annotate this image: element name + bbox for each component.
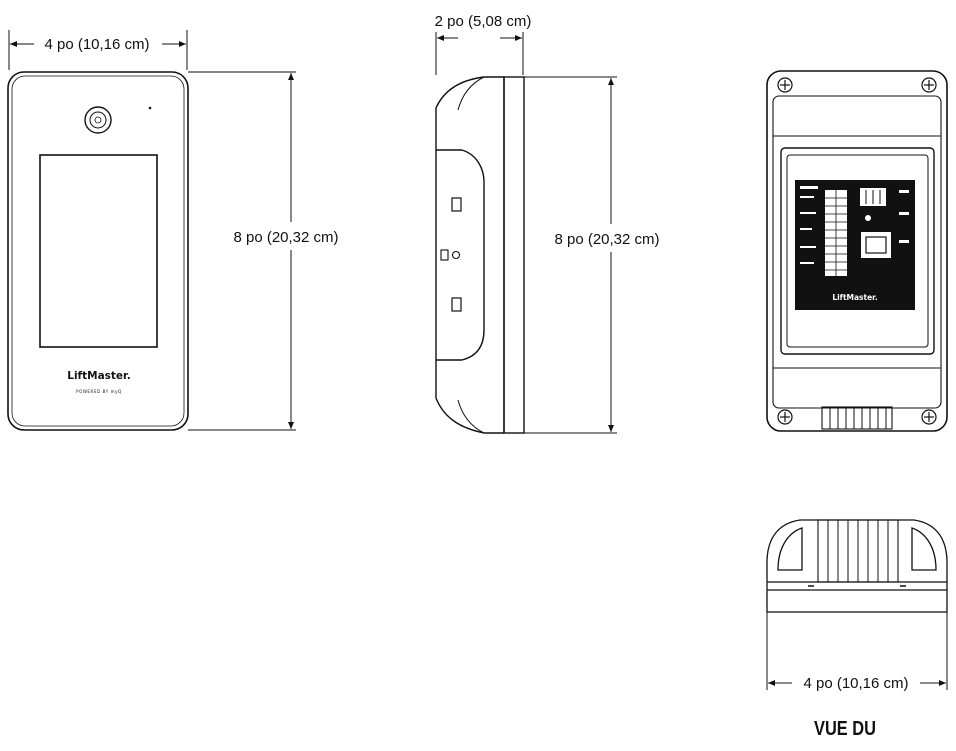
bottom-view (766, 519, 948, 613)
bottom-view-title: VUE DU (814, 718, 876, 740)
front-brand-logo: LiftMaster. (67, 370, 130, 382)
powered-by-label: POWERED BY myQ (76, 389, 122, 394)
vent-grille (821, 406, 893, 430)
front-view: LiftMaster. POWERED BY myQ (7, 71, 189, 431)
side-backplate (503, 76, 525, 434)
camera-icon (84, 106, 112, 134)
front-width-label: 4 po (10,16 cm) (44, 36, 149, 53)
corner-screw-icon (777, 77, 937, 425)
touch-screen (39, 154, 158, 348)
back-housing (766, 70, 948, 432)
screw-icon (451, 250, 461, 260)
front-height-dimension (188, 71, 296, 431)
bottom-width-label: 4 po (10,16 cm) (803, 675, 908, 692)
front-housing (7, 71, 189, 431)
back-view: LiftMaster. (766, 70, 948, 432)
side-view (435, 76, 525, 434)
indicator-led-icon (148, 106, 152, 110)
front-height-label: 8 po (20,32 cm) (233, 229, 338, 246)
bottom-housing (766, 519, 948, 613)
side-depth-dimension (435, 32, 524, 75)
side-height-dimension (524, 76, 617, 434)
side-slot-top (451, 197, 462, 212)
side-slot-bottom (451, 297, 462, 312)
side-height-label: 8 po (20,32 cm) (554, 231, 659, 248)
bottom-width-dimension (766, 612, 948, 690)
back-brand-logo: LiftMaster. (832, 293, 877, 302)
front-width-dimension (8, 30, 188, 70)
terminal-board (795, 180, 915, 310)
side-depth-label: 2 po (5,08 cm) (435, 13, 532, 30)
